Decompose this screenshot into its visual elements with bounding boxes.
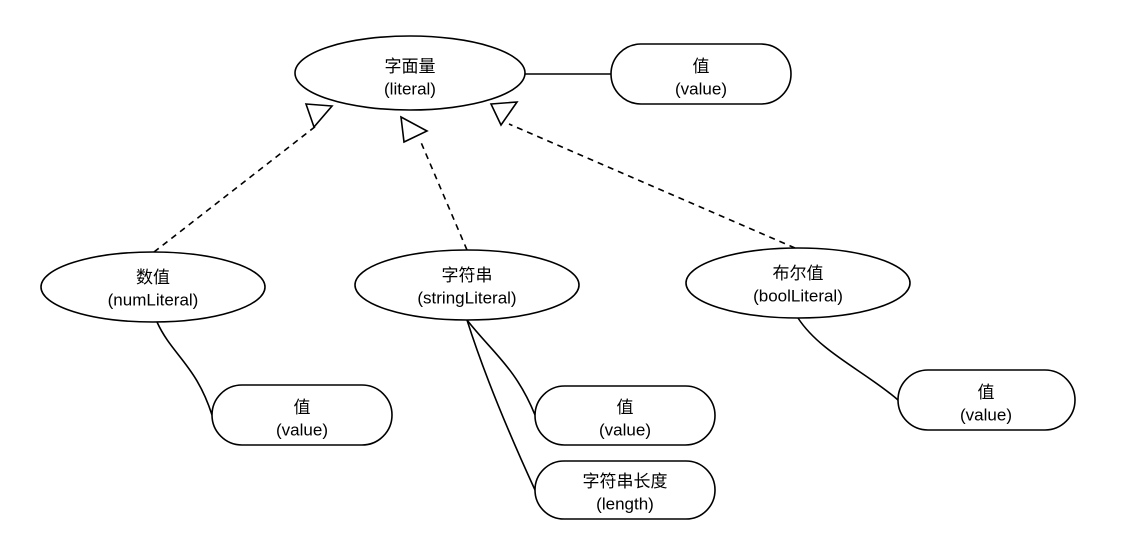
node-string-literal[interactable]: 字符串 (stringLiteral): [354, 249, 580, 321]
node-literal-value-label-en: (value): [675, 79, 727, 98]
node-num-value[interactable]: 值 (value): [211, 384, 393, 446]
node-string-value-label-en: (value): [599, 420, 651, 439]
node-string-length-label-en: (length): [596, 494, 654, 513]
connector-stringliteral-to-length: [466, 319, 536, 491]
node-string-value-label-cn: 值: [617, 398, 634, 418]
generalization-arrowhead-numliteral: [304, 103, 334, 129]
node-string-literal-label-cn: 字符串: [442, 266, 493, 286]
node-num-literal-ellipse: [40, 251, 266, 323]
node-string-length[interactable]: 字符串长度 (length): [534, 460, 716, 520]
generalization-line-boolliteral: [508, 123, 796, 249]
node-num-literal[interactable]: 数值 (numLiteral): [40, 251, 266, 323]
node-num-literal-label-cn: 数值: [136, 268, 170, 288]
generalization-line-numliteral: [153, 125, 317, 253]
node-string-length-label-cn: 字符串长度: [583, 472, 668, 492]
node-bool-value-label-en: (value): [960, 405, 1012, 424]
node-literal-label-cn: 字面量: [385, 57, 436, 77]
node-bool-literal[interactable]: 布尔值 (boolLiteral): [685, 247, 911, 319]
node-literal-value-label-cn: 值: [693, 57, 710, 77]
node-string-literal-ellipse: [354, 249, 580, 321]
generalization-arrowhead-boolliteral: [489, 101, 519, 127]
node-string-literal-label-en: (stringLiteral): [417, 288, 516, 307]
node-bool-literal-ellipse: [685, 247, 911, 319]
node-literal-ellipse: [294, 35, 526, 111]
connector-boolliteral-to-value: [797, 317, 899, 401]
node-bool-value-label-cn: 值: [978, 383, 995, 403]
node-literal-value-rect: [610, 43, 792, 105]
node-bool-literal-label-en: (boolLiteral): [753, 286, 843, 305]
node-num-literal-label-en: (numLiteral): [108, 290, 199, 309]
node-num-value-rect: [211, 384, 393, 446]
node-literal[interactable]: 字面量 (literal): [294, 35, 526, 111]
connector-stringliteral-to-value: [466, 319, 536, 416]
node-literal-value[interactable]: 值 (value): [610, 43, 792, 105]
generalization-line-stringliteral: [419, 139, 468, 251]
generalization-arrowhead-stringliteral: [400, 115, 429, 144]
node-bool-value[interactable]: 值 (value): [897, 369, 1076, 431]
node-num-value-label-en: (value): [276, 420, 328, 439]
node-bool-literal-label-cn: 布尔值: [773, 264, 824, 284]
node-num-value-label-cn: 值: [294, 398, 311, 418]
node-string-length-rect: [534, 460, 716, 520]
node-string-value[interactable]: 值 (value): [534, 385, 716, 446]
node-literal-label-en: (literal): [384, 79, 436, 98]
connector-numliteral-to-value: [156, 321, 213, 416]
node-bool-value-rect: [897, 369, 1076, 431]
node-string-value-rect: [534, 385, 716, 446]
